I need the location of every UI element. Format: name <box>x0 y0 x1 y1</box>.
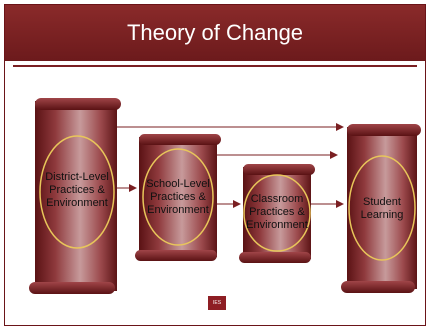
slide-title: Theory of Change <box>5 5 425 61</box>
district-label-line3: Environment <box>46 197 108 209</box>
classroom-label-line1: Classroom <box>251 193 304 205</box>
student-label-line2: Learning <box>361 209 404 221</box>
ies-logo: IES <box>208 296 226 310</box>
scroll-classroom: Classroom Practices & Environment <box>239 164 315 263</box>
classroom-label-line2: Practices & <box>249 206 305 218</box>
school-label-line2: Practices & <box>150 191 206 203</box>
school-ellipse <box>142 148 214 246</box>
district-label-line2: Practices & <box>49 184 105 196</box>
classroom-ellipse <box>243 174 311 252</box>
title-divider <box>13 65 417 67</box>
student-ellipse <box>348 155 416 261</box>
scroll-school: School-Level Practices & Environment <box>135 134 221 261</box>
school-label-line3: Environment <box>147 204 209 216</box>
school-label-line1: School-Level <box>146 178 210 190</box>
classroom-label-line3: Environment <box>246 219 308 231</box>
student-label-line1: Student <box>363 196 401 208</box>
district-label-line1: District-Level <box>45 171 109 183</box>
scroll-student: Student Learning <box>341 124 421 293</box>
theory-of-change-diagram: District-Level Practices & Environment S… <box>29 98 421 294</box>
scroll-district: District-Level Practices & Environment <box>29 98 121 294</box>
slide: Theory of Change Distric <box>4 4 426 326</box>
district-ellipse <box>39 135 115 249</box>
